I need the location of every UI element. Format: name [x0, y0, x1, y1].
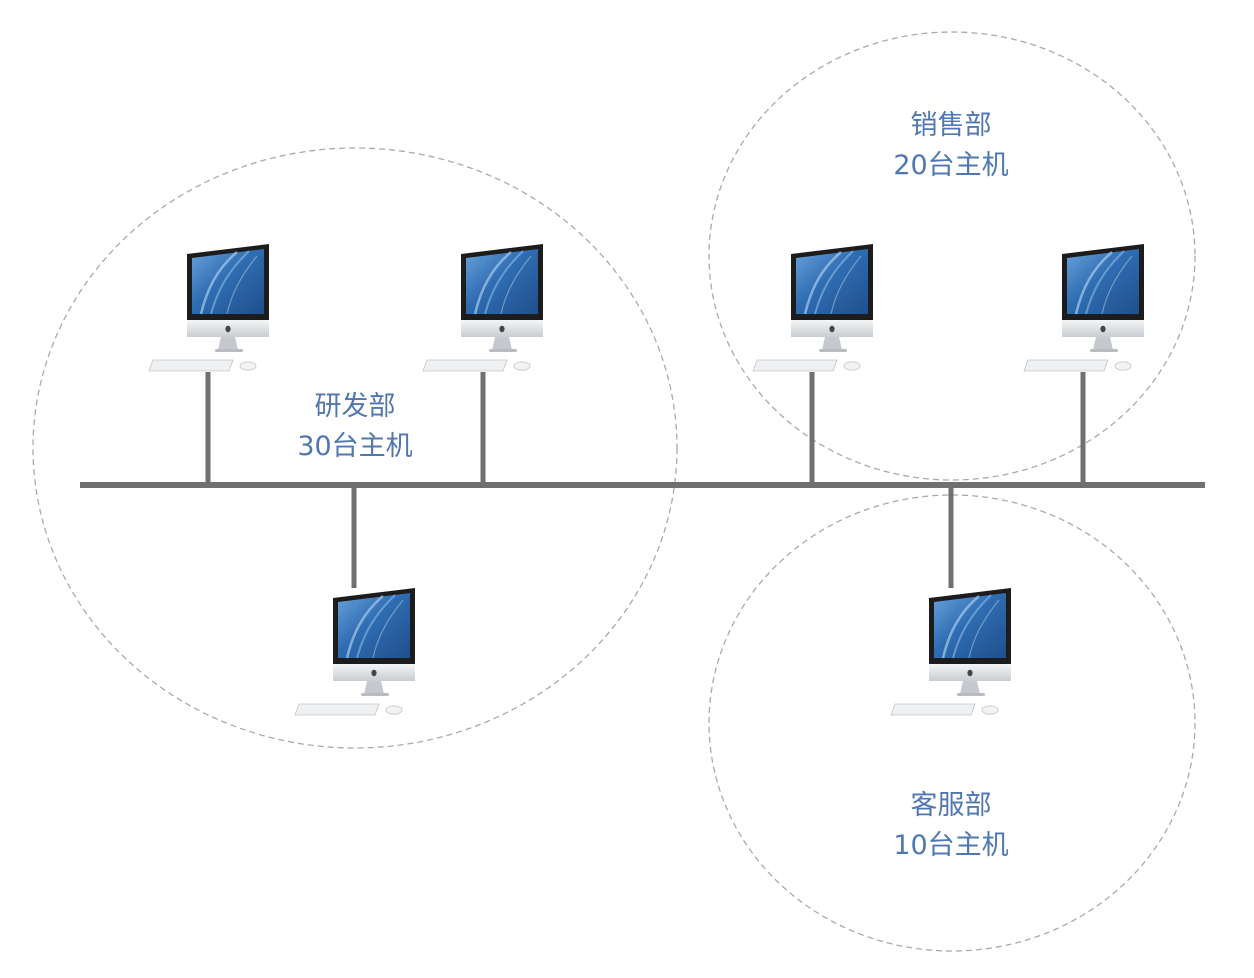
group-service: [708, 494, 1196, 952]
computer-icon: [889, 586, 1013, 717]
group-rd: [32, 147, 678, 749]
dept-name-rd: 研发部: [315, 391, 396, 422]
dept-hosts-sales: 20台主机: [893, 150, 1008, 181]
group-sales: [708, 31, 1196, 481]
computer-icon: [293, 586, 417, 717]
computer-icon: [1022, 242, 1146, 373]
computer-icon: [421, 242, 545, 373]
dept-hosts-rd: 30台主机: [297, 431, 412, 462]
dept-name-service: 客服部: [911, 790, 992, 821]
dept-name-sales: 销售部: [911, 110, 992, 141]
computer-icon: [147, 242, 271, 373]
computer-icon: [751, 242, 875, 373]
dept-hosts-service: 10台主机: [893, 830, 1008, 861]
